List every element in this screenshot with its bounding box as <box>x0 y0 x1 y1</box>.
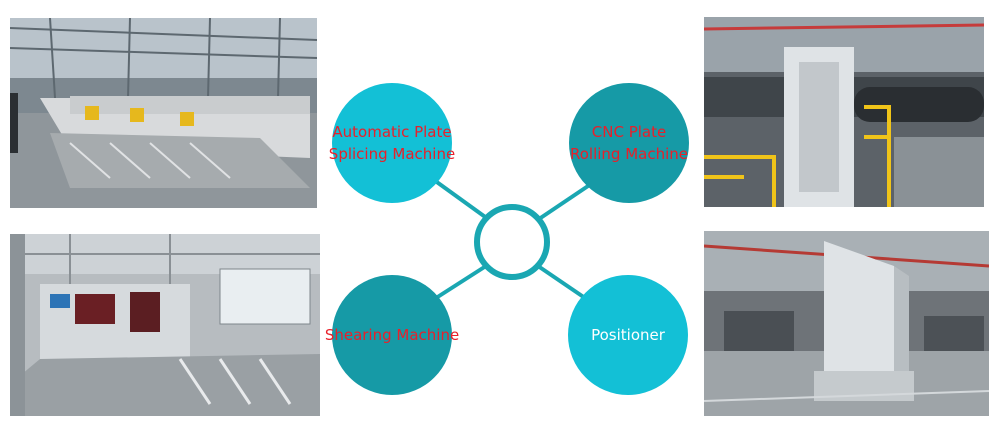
connector-bottom-right <box>536 264 587 300</box>
node-label: Positioner <box>591 326 665 344</box>
node-cnc-plate-rolling-machine: CNC Plate Rolling Machine <box>569 83 689 203</box>
center-hub-circle <box>474 204 550 280</box>
node-label: CNC Plate Rolling Machine <box>569 123 688 163</box>
connector-bottom-left <box>434 264 488 300</box>
automatic-plate-splicing-machine-photo <box>10 18 317 208</box>
cnc-plate-rolling-machine-photo <box>704 17 984 207</box>
node-automatic-plate-splicing-machine: Automatic Plate Splicing Machine <box>329 83 455 203</box>
shearing-machine-photo <box>10 234 320 416</box>
connector-top-left <box>432 178 490 221</box>
node-label: Shearing Machine <box>324 326 460 344</box>
node-label: Automatic Plate Splicing Machine <box>328 123 456 163</box>
connector-top-right <box>537 180 596 221</box>
positioner-photo <box>704 231 989 416</box>
node-shearing-machine: Shearing Machine <box>325 275 459 395</box>
node-positioner: Positioner <box>568 275 688 395</box>
